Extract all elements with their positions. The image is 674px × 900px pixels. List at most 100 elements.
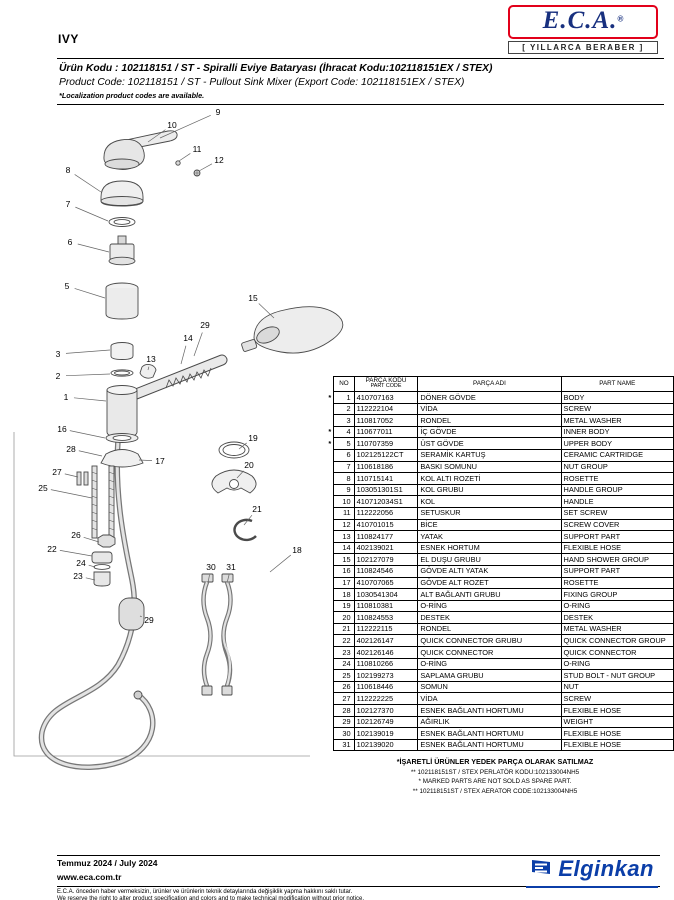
row-part-name-en: INNER BODY (560, 425, 674, 439)
footer-website: www.eca.com.tr (57, 872, 122, 882)
row-part-name-tr: VİDA (417, 402, 562, 416)
callout-leader-line (180, 345, 187, 365)
row-part-code: 112222115 (353, 622, 419, 636)
row-part-code: 102139020 (353, 738, 419, 752)
row-part-name-en: SCREW (560, 692, 674, 706)
row-mark (322, 647, 334, 659)
callout-number: 9 (216, 107, 221, 117)
row-mark: * (328, 392, 332, 402)
row-mark (322, 670, 334, 682)
callout-leader-line (138, 459, 153, 461)
row-no: 17 (333, 576, 355, 590)
row-part-name-en: WEIGHT (560, 715, 674, 729)
callout-number: 27 (52, 467, 62, 477)
quick-connector (93, 571, 111, 587)
callout-number: 28 (66, 444, 76, 454)
row-part-name-tr: QUICK CONNECTOR (417, 646, 562, 659)
fixing-screw (83, 471, 89, 486)
col-part-name-en: PART NAME (560, 376, 674, 392)
row-no: 10 (333, 495, 355, 508)
col-mark (322, 377, 334, 392)
lower-rosette (100, 449, 144, 468)
row-mark: * (328, 427, 332, 437)
row-no: 26 (333, 680, 355, 694)
row-part-name-en: ROSETTE (560, 472, 674, 485)
row-part-code: 110824177 (353, 530, 419, 543)
row-part-name-en: QUICK CONNECTOR (560, 646, 674, 659)
support-part (139, 364, 157, 379)
elginkan-logo: Elginkan (526, 856, 658, 888)
row-part-name-tr: GÖVDE ALTI YATAK (417, 564, 562, 578)
row-part-name-en: FIXING GROUP (560, 588, 674, 601)
row-part-name-en: UPPER BODY (560, 437, 674, 450)
row-part-name-en: SCREW (560, 402, 674, 416)
callout-number: 20 (244, 460, 254, 470)
elginkan-logo-text: Elginkan (558, 856, 654, 881)
callout-number: 7 (66, 199, 71, 209)
elginkan-flag-icon (532, 860, 551, 874)
row-no: 14 (333, 541, 355, 555)
row-part-name-tr: ESNEK HORTUM (417, 541, 562, 555)
callout-number: 29 (144, 615, 154, 625)
callout-leader-line (75, 206, 109, 222)
callout-number: 15 (248, 293, 258, 303)
row-part-code: 110677011 (353, 425, 419, 439)
row-part-name-tr: GÖVDE ALT ROZET (417, 576, 562, 590)
row-mark (322, 612, 334, 624)
row-no: 6 (333, 448, 355, 462)
row-part-name-en: METAL WASHER (560, 414, 674, 427)
row-no: 7 (333, 460, 355, 474)
footer-date: Temmuz 2024 / July 2024 (57, 858, 158, 868)
callout-number: 26 (71, 530, 81, 540)
footer-divider-top (57, 855, 660, 856)
row-mark (322, 589, 334, 601)
callout-leader-line (83, 536, 100, 543)
fixing-screw (76, 471, 82, 486)
nut (97, 534, 116, 548)
row-part-name-tr: KOL ALTI ROZETİ (417, 472, 562, 485)
localization-note: *Localization product codes are availabl… (59, 90, 205, 100)
callout-number: 23 (73, 571, 83, 581)
row-mark (322, 461, 334, 473)
callout-leader-line (178, 153, 191, 162)
row-part-name-en: SET SCREW (560, 506, 674, 520)
row-no: 2 (333, 402, 355, 416)
callout-leader-line (73, 397, 107, 402)
row-part-code: 402139021 (353, 541, 419, 555)
o-ring-large (218, 441, 250, 459)
callout-number: 31 (226, 562, 236, 572)
row-part-name-tr: QUICK CONNECTOR GRUBU (417, 634, 562, 648)
callout-leader-line (59, 550, 93, 557)
callout-number: 3 (56, 349, 61, 359)
eca-logo: E.C.A.® [ YILLARCA BERABER ] (508, 5, 658, 54)
footer-disclaimer-tr: E.C.A. önceden haber vermeksizin, ürünle… (57, 889, 353, 895)
callout-number: 17 (155, 456, 165, 466)
row-part-code: 110618186 (353, 460, 419, 474)
row-no: 16 (333, 564, 355, 578)
row-part-name-en: NUT (560, 680, 674, 694)
callout-leader-line (65, 373, 111, 377)
row-part-code: 110824546 (353, 564, 419, 578)
row-part-code: 102127079 (353, 553, 419, 566)
row-part-name-tr: SAPLAMA GRUBU (417, 669, 562, 682)
callout-number: 8 (66, 165, 71, 175)
hand-shower-head (253, 306, 344, 354)
row-mark (322, 484, 334, 496)
row-part-name-en: O-RING (560, 657, 674, 671)
row-no: 31 (333, 738, 355, 752)
row-no: 12 (333, 518, 355, 532)
row-part-name-tr: RONDEL (417, 622, 562, 636)
callout-number: 30 (206, 562, 216, 572)
footnote-line: ** 102118151ST / STEX PERLATÖR KODU:1021… (410, 768, 580, 776)
